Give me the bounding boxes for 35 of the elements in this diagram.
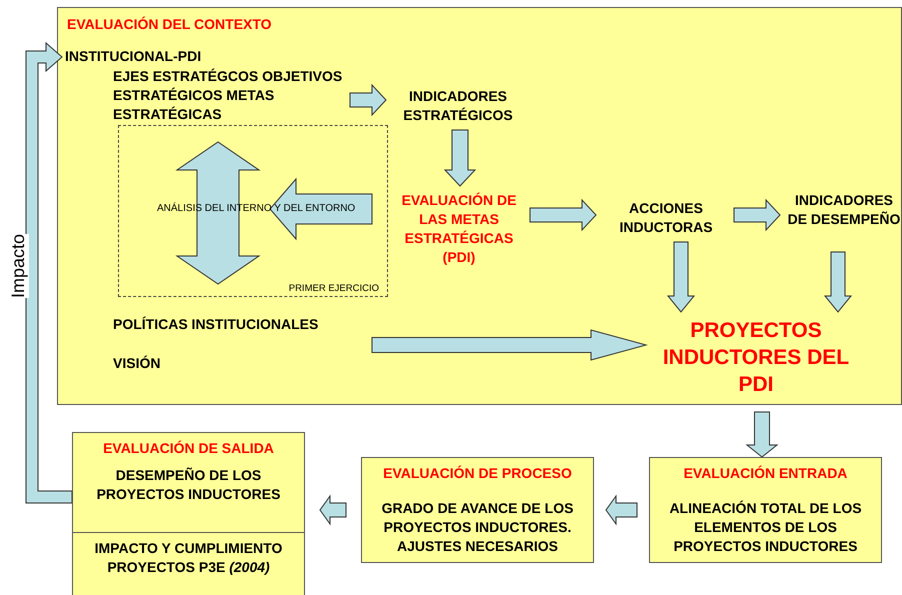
node-label: ACCIONES INDUCTORAS bbox=[601, 199, 731, 239]
block-arrow bbox=[666, 242, 696, 313]
block-arrow bbox=[746, 412, 778, 458]
block-arrow bbox=[350, 84, 387, 116]
evaluation-box bbox=[649, 457, 882, 563]
context-panel bbox=[57, 7, 902, 405]
node-label: VISIÓN bbox=[113, 354, 193, 374]
frame-caption: PRIMER EJERCICIO bbox=[288, 283, 379, 294]
evaluation-box bbox=[361, 457, 594, 563]
block-arrow bbox=[734, 198, 781, 232]
node-label: INDICADORES ESTRATÉGICOS bbox=[391, 87, 525, 127]
block-arrow bbox=[444, 130, 476, 187]
box-heading: EVALUACIÓN DE PROCESO bbox=[383, 464, 572, 483]
evaluation-box bbox=[72, 432, 305, 533]
dashed-frame bbox=[118, 125, 388, 297]
box-text: ALINEACIÓN TOTAL DE LOS ELEMENTOS DE LOS PROYECTOS INDUCTORES bbox=[668, 499, 863, 556]
box-text: IMPACTO Y CUMPLIMIENTO PROYECTOS P3E (2004) bbox=[94, 539, 284, 577]
node-label: INSTITUCIONAL-PDI bbox=[65, 47, 225, 69]
box-text: GRADO DE AVANCE DE LOS PROYECTOS INDUCTORES. AJUSTES NECESARIOS bbox=[380, 499, 574, 556]
panel-heading: EVALUACIÓN DEL CONTEXTO bbox=[67, 15, 272, 34]
block-arrow bbox=[530, 198, 597, 232]
block-arrow bbox=[372, 329, 648, 361]
evaluation-box bbox=[72, 532, 305, 595]
box-heading: EVALUACIÓN DE SALIDA bbox=[103, 439, 274, 458]
box-text: DESEMPEÑO DE LOS PROYECTOS INDUCTORES bbox=[96, 466, 282, 504]
block-arrow bbox=[319, 494, 346, 526]
highlight-text: PROYECTOS INDUCTORES DEL PDI bbox=[651, 317, 861, 401]
highlight-text: EVALUACIÓN DE LAS METAS ESTRATÉGICAS (PDI) bbox=[391, 191, 527, 269]
node-label: INDICADORES DE DESEMPEÑO bbox=[785, 191, 902, 249]
block-arrow bbox=[26, 42, 72, 504]
block-arrow bbox=[605, 494, 638, 526]
node-label: POLÍTICAS INSTITUCIONALES bbox=[113, 315, 353, 335]
block-arrow bbox=[824, 252, 852, 313]
box-heading: EVALUACIÓN ENTRADA bbox=[684, 464, 848, 483]
node-label: EJES ESTRATÉGCOS OBJETIVOS ESTRATÉGICOS METAS ESTRATÉGICAS bbox=[113, 67, 347, 125]
